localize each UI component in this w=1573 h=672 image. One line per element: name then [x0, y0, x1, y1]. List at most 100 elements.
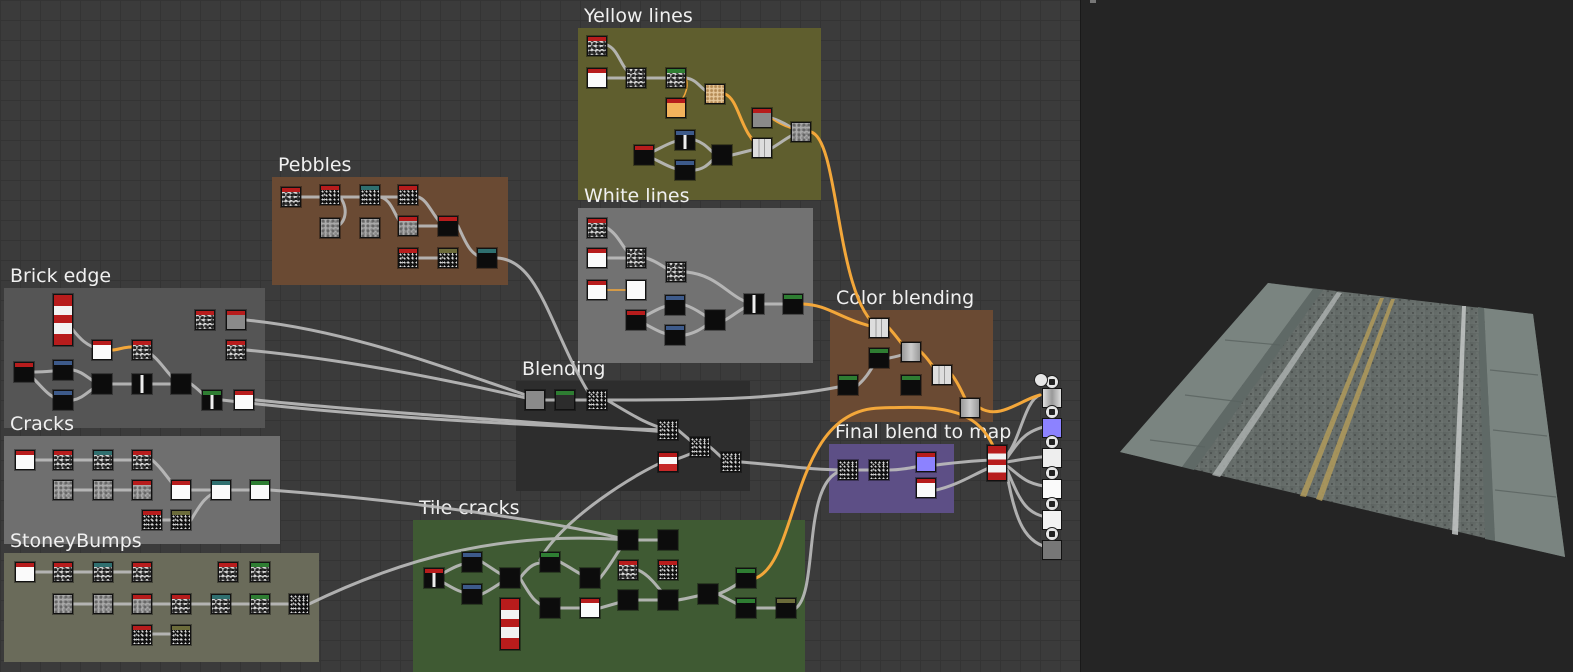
transform-node[interactable]: [53, 360, 73, 380]
blend-node[interactable]: [658, 420, 678, 440]
blend-node[interactable]: [438, 248, 458, 268]
noise-node[interactable]: [132, 450, 152, 470]
transform-node[interactable]: [53, 390, 73, 410]
blend-node[interactable]: [960, 398, 980, 418]
noise-node[interactable]: [53, 594, 73, 614]
noise-node[interactable]: [226, 340, 246, 360]
blur-node[interactable]: [360, 185, 380, 205]
blend-node[interactable]: [932, 365, 952, 385]
noise-node[interactable]: [398, 248, 418, 268]
noise-node[interactable]: [281, 187, 301, 207]
blend-node[interactable]: [698, 584, 718, 604]
blend-node[interactable]: [666, 262, 686, 282]
blend-node[interactable]: [752, 138, 772, 158]
blend-node[interactable]: [705, 310, 725, 330]
blend-node[interactable]: [132, 374, 152, 394]
transform-node[interactable]: [462, 552, 482, 572]
blend-node[interactable]: [721, 452, 741, 472]
blend-node[interactable]: [736, 568, 756, 588]
normal-node[interactable]: [916, 452, 936, 472]
frame-yellow-lines[interactable]: Yellow lines: [578, 5, 821, 200]
output-roughness-node[interactable]: [1042, 435, 1062, 468]
color-node[interactable]: [666, 98, 686, 118]
blend-node[interactable]: [658, 590, 678, 610]
noise-node[interactable]: [218, 562, 238, 582]
transform-node[interactable]: [675, 130, 695, 150]
uniform-color-node[interactable]: [15, 562, 35, 582]
shape-node[interactable]: [424, 568, 444, 588]
blend-node[interactable]: [92, 374, 112, 394]
uniform-color-node[interactable]: [587, 68, 607, 88]
output-normal-node[interactable]: [1042, 405, 1062, 438]
blend-node[interactable]: [525, 390, 545, 410]
noise-node[interactable]: [93, 594, 113, 614]
color-node[interactable]: [626, 280, 646, 300]
uniform-color-node[interactable]: [587, 280, 607, 300]
blend-node[interactable]: [587, 390, 607, 410]
shape-node[interactable]: [626, 310, 646, 330]
uniform-color-node[interactable]: [15, 450, 35, 470]
blend-node[interactable]: [791, 122, 811, 142]
shape-node[interactable]: [14, 362, 34, 382]
splitter-handle[interactable]: [1090, 0, 1096, 3]
shape-node[interactable]: [634, 145, 654, 165]
blend-node[interactable]: [901, 342, 921, 362]
output-ao-node[interactable]: [1042, 527, 1062, 560]
blend-node[interactable]: [901, 375, 921, 395]
blend-node[interactable]: [658, 452, 678, 472]
transform-node[interactable]: [462, 584, 482, 604]
output-blend-node[interactable]: [776, 598, 796, 618]
noise-node[interactable]: [132, 625, 152, 645]
noise-node[interactable]: [360, 218, 380, 238]
noise-node[interactable]: [171, 510, 191, 530]
blend-node[interactable]: [202, 390, 222, 410]
noise-node[interactable]: [132, 594, 152, 614]
blend-node[interactable]: [171, 480, 191, 500]
blend-node[interactable]: [171, 374, 191, 394]
noise-node[interactable]: [171, 625, 191, 645]
output-blend-node[interactable]: [477, 248, 497, 268]
output-blend-node[interactable]: [250, 480, 270, 500]
brick-pattern-node[interactable]: [53, 294, 73, 346]
noise-node[interactable]: [398, 185, 418, 205]
noise-node[interactable]: [53, 480, 73, 500]
noise-node[interactable]: [93, 480, 113, 500]
blend-node[interactable]: [712, 145, 732, 165]
3d-viewport[interactable]: [1110, 0, 1573, 672]
uniform-color-node[interactable]: [587, 248, 607, 268]
noise-node[interactable]: [320, 218, 340, 238]
blend-node[interactable]: [869, 318, 889, 338]
blend-node[interactable]: [211, 480, 231, 500]
output-metallic-node[interactable]: [1042, 466, 1062, 499]
tile-pattern-node[interactable]: [500, 598, 520, 650]
panel-splitter[interactable]: [1080, 0, 1111, 672]
transform-node[interactable]: [675, 160, 695, 180]
output-height-node[interactable]: [1042, 497, 1062, 530]
blend-node[interactable]: [618, 530, 638, 550]
noise-node[interactable]: [626, 68, 646, 88]
uniform-color-node[interactable]: [226, 310, 246, 330]
blend-node[interactable]: [690, 437, 710, 457]
uniform-color-node[interactable]: [752, 108, 772, 128]
output-blend-node[interactable]: [234, 390, 254, 410]
noise-node[interactable]: [92, 340, 112, 360]
noise-node[interactable]: [320, 185, 340, 205]
blend-node[interactable]: [658, 530, 678, 550]
blend-node[interactable]: [580, 598, 600, 618]
noise-node[interactable]: [658, 560, 678, 580]
noise-node[interactable]: [53, 450, 73, 470]
blend-node[interactable]: [869, 460, 889, 480]
blend-node[interactable]: [838, 460, 858, 480]
blend-node[interactable]: [540, 552, 560, 572]
blend-node[interactable]: [211, 594, 231, 614]
noise-node[interactable]: [250, 562, 270, 582]
noise-node[interactable]: [53, 562, 73, 582]
frame-pebbles[interactable]: Pebbles: [272, 154, 508, 285]
frame-blending[interactable]: Blending: [516, 358, 750, 491]
blend-node[interactable]: [736, 598, 756, 618]
blend-node[interactable]: [500, 568, 520, 588]
blend-node[interactable]: [580, 568, 600, 588]
noise-node[interactable]: [626, 248, 646, 268]
transform-node[interactable]: [665, 325, 685, 345]
blend-node[interactable]: [540, 598, 560, 618]
